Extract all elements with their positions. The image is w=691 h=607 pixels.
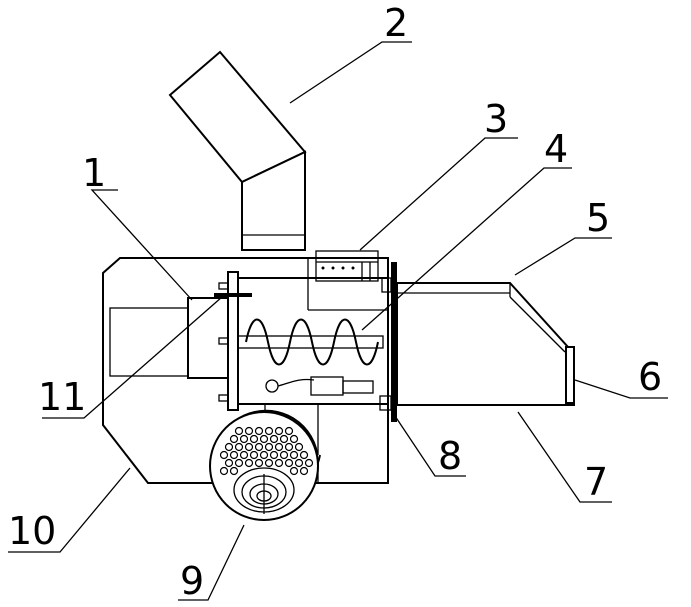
fan-hole — [289, 434, 299, 444]
fan-hole — [284, 458, 294, 468]
fan — [209, 409, 321, 521]
fan-hole — [304, 458, 314, 468]
main-housing — [102, 257, 389, 484]
fan-hole — [269, 450, 279, 460]
fan-hole — [264, 442, 274, 452]
fan-hole — [234, 426, 244, 436]
fan-hole — [274, 458, 284, 468]
label-8: 8 — [438, 434, 462, 478]
fan-hole — [229, 434, 239, 444]
label-2: 2 — [384, 1, 408, 45]
fan-hole — [299, 450, 309, 460]
label-5: 5 — [586, 196, 610, 240]
fan-hole — [289, 450, 299, 460]
fan-hole — [294, 442, 304, 452]
fan-hole — [254, 426, 264, 436]
fan-hole — [284, 442, 294, 452]
fan-hole — [229, 466, 239, 476]
fan-hole — [249, 450, 259, 460]
fan-hole — [244, 458, 254, 468]
fan-hole — [219, 450, 229, 460]
fan-hole — [279, 434, 289, 444]
label-10: 10 — [8, 509, 56, 553]
combustion-tube — [396, 282, 575, 406]
callout-labels: 1 2 3 4 5 6 7 8 9 10 11 — [8, 1, 662, 603]
fan-hole — [274, 442, 284, 452]
label-7: 7 — [584, 460, 608, 504]
fan-hole — [254, 458, 264, 468]
label-6: 6 — [638, 355, 662, 399]
label-4: 4 — [544, 127, 568, 171]
fan-hole — [244, 426, 254, 436]
label-1: 1 — [82, 151, 106, 195]
leader-lines — [8, 41, 668, 601]
label-11: 11 — [38, 375, 86, 419]
label-3: 3 — [484, 97, 508, 141]
fan-hole — [294, 458, 304, 468]
fan-hole — [299, 466, 309, 476]
fan-hole — [239, 434, 249, 444]
fan-hole — [289, 466, 299, 476]
fan-hole — [264, 458, 274, 468]
fan-hole — [224, 458, 234, 468]
fan-hole — [224, 442, 234, 452]
fan-hole — [239, 450, 249, 460]
fan-hole — [234, 458, 244, 468]
fan-hole — [249, 434, 259, 444]
fan-hole — [269, 434, 279, 444]
fan-hole — [259, 450, 269, 460]
flange-plate — [379, 262, 397, 422]
fan-hole — [264, 426, 274, 436]
fan-hole — [254, 442, 264, 452]
hopper — [168, 50, 307, 251]
fan-hole — [234, 442, 244, 452]
control-panel — [315, 250, 379, 282]
igniter-element — [265, 376, 374, 396]
fan-hole — [229, 450, 239, 460]
label-9: 9 — [180, 559, 204, 603]
fan-hole — [259, 434, 269, 444]
fan-hole — [244, 442, 254, 452]
fan-hole — [279, 450, 289, 460]
auger-feeder — [218, 271, 388, 411]
fan-hole — [274, 426, 284, 436]
fan-hole — [284, 426, 294, 436]
fan-hole — [219, 466, 229, 476]
